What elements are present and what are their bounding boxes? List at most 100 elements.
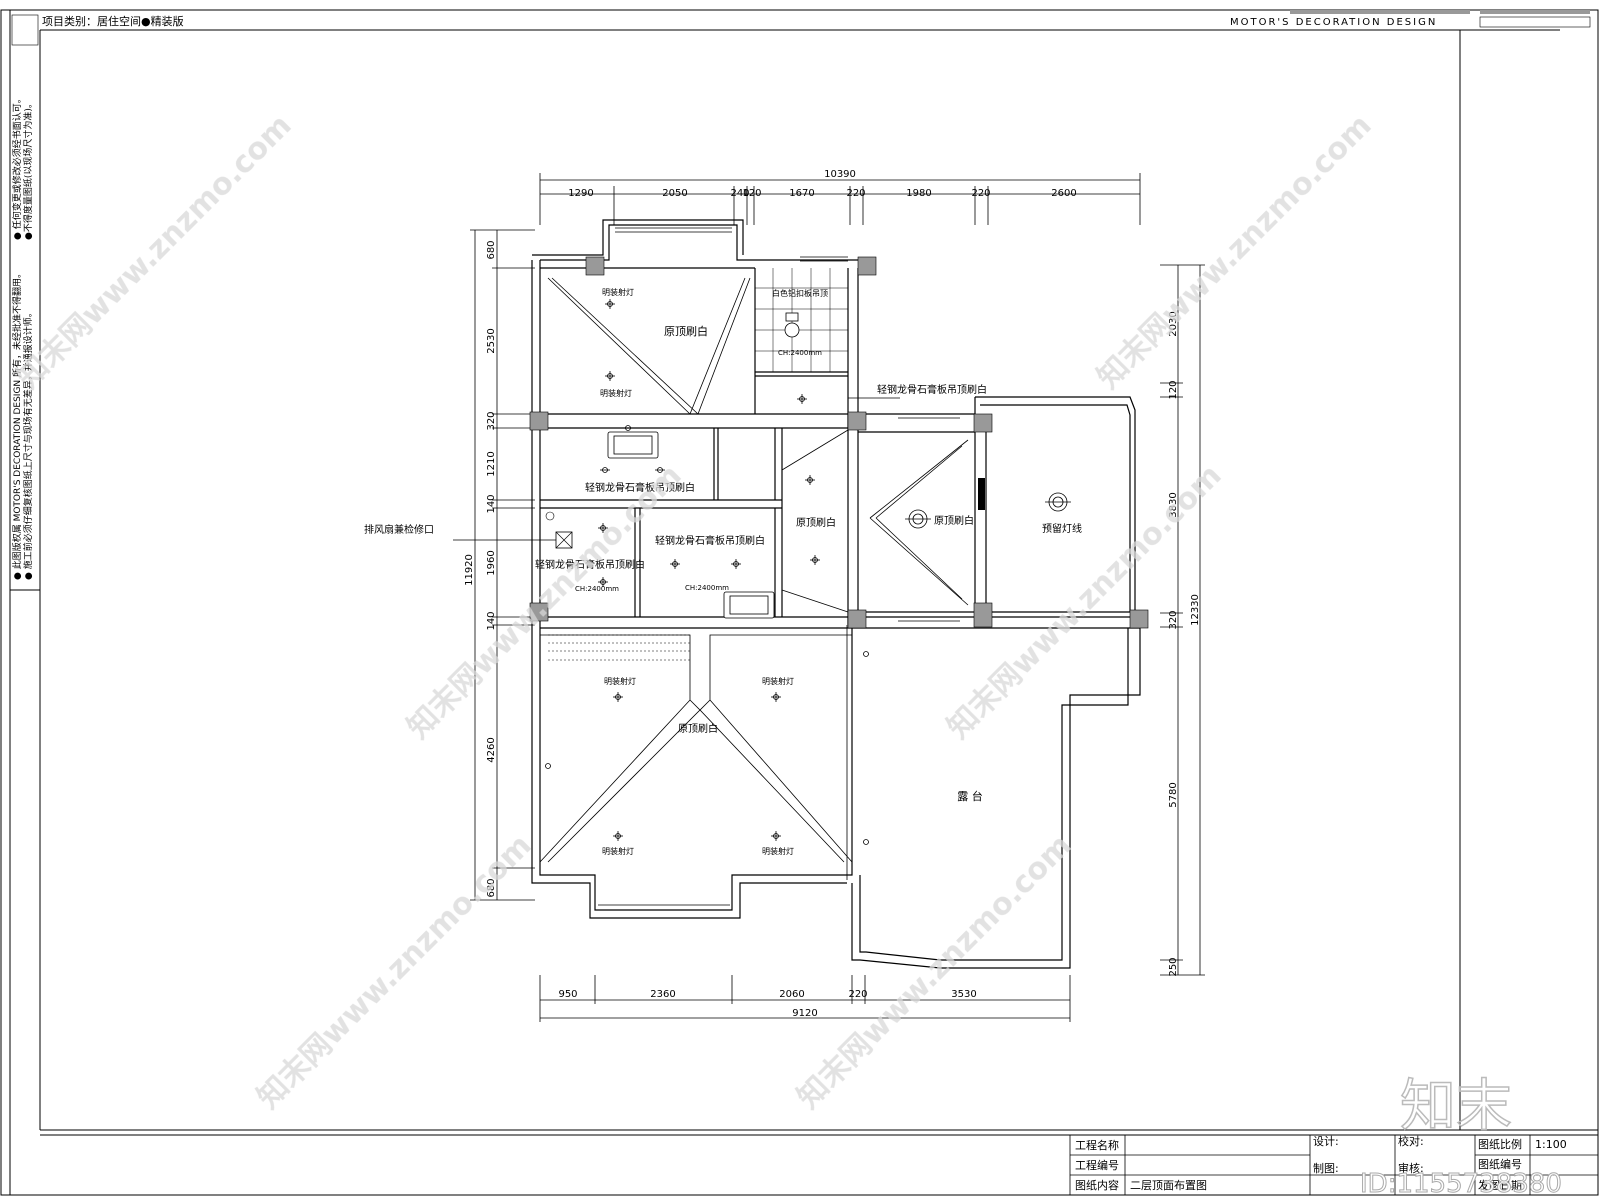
columns [529, 256, 1149, 629]
dim-bottom: 3530 [951, 989, 976, 1000]
right-dim-labels: 2030 120 3830 320 5780 250 12330 [1168, 311, 1201, 976]
dim-right: 2030 [1168, 311, 1179, 336]
drawing-no-label: 图纸编号 [1478, 1157, 1522, 1171]
side-note: ● 任何变更或修改必须经书面认可。 [11, 94, 23, 240]
dim-left: 2530 [486, 328, 497, 353]
dim-left: 140 [486, 494, 497, 513]
left-dim-labels: 680 2530 320 1210 140 1960 140 4260 680 … [464, 240, 497, 897]
dim-left: 4260 [486, 737, 497, 762]
room-label: 轻钢龙骨石膏板吊顶刷白 [535, 558, 645, 571]
light-label: 明装射灯 [602, 287, 634, 297]
bath-tile-grid [755, 268, 848, 372]
dim-top-total: 10390 [824, 169, 856, 180]
dim-right: 250 [1168, 957, 1179, 976]
room-ch: CH:2400mm [685, 584, 729, 592]
dim-left: 1210 [486, 451, 497, 476]
curtain-box [548, 634, 690, 661]
watermark-text: 知末网www.znzmo.com [1091, 108, 1379, 396]
room-label: 原顶刷白 [678, 722, 718, 735]
bath-ch: CH:2400mm [778, 349, 822, 357]
watermark-text: 知末网www.znzmo.com [251, 828, 539, 1116]
scale-label: 图纸比例 [1478, 1137, 1522, 1151]
room-label: 原顶刷白 [664, 324, 708, 338]
drawing-content-value: 二层顶面布置图 [1130, 1179, 1207, 1192]
room-ch: CH:2400mm [575, 585, 619, 593]
spotlights [545, 299, 869, 845]
dim-top: 220 [971, 188, 990, 199]
watermark-id: ID:1155738380 [1360, 1169, 1562, 1199]
dim-top: 1670 [789, 188, 814, 199]
watermark-text: 知末网www.znzmo.com [11, 108, 299, 396]
vent-callout: 排风扇兼检修口 [364, 523, 434, 536]
dim-bottom: 220 [848, 989, 867, 1000]
dim-top: 1980 [906, 188, 931, 199]
side-notes: ● 任何变更或修改必须经书面认可。 ●不得度量图纸(以现场尺寸为准)。 [11, 94, 34, 240]
brand-name: MOTOR'S DECORATION DESIGN [1230, 17, 1437, 28]
side-note: ● 施工前必须仔细复核图纸上尺寸与现场有无差异，并通报设计师。 [22, 308, 34, 580]
side-note: ●不得度量图纸(以现场尺寸为准)。 [22, 99, 34, 240]
dim-top: 220 [846, 188, 865, 199]
date-label: 发图日期 [1478, 1178, 1522, 1192]
draw-label: 制图: [1313, 1162, 1339, 1175]
watermark-logo: 知末 [1400, 1074, 1512, 1139]
bath-label: 白色铝扣板吊顶 [772, 288, 828, 298]
side-notes: ● 此图版权属 MOTOR'S DECORATION DESIGN 所有，未经批… [11, 269, 34, 580]
light-label: 明装射灯 [602, 846, 634, 856]
dim-left: 140 [486, 611, 497, 630]
dim-top: 2050 [662, 188, 687, 199]
room-label: 原顶刷白 [934, 514, 974, 527]
dim-bottom-total: 9120 [792, 1008, 817, 1019]
dim-left: 1960 [486, 550, 497, 575]
dim-right: 320 [1168, 610, 1179, 629]
dim-left: 680 [486, 878, 497, 897]
light-label: 明装射灯 [762, 846, 794, 856]
project-type: 项目类别：居住空间●精装版 [42, 14, 184, 28]
bottom-dimension-lines [539, 975, 1071, 1022]
corridor-label: 轻钢龙骨石膏板吊顶刷白 [877, 383, 987, 396]
room-label: 原顶刷白 [796, 516, 836, 529]
room-labels: 原顶刷白 明装射灯 明装射灯 白色铝扣板吊顶 CH:2400mm 轻钢龙骨石膏板… [364, 287, 1082, 856]
watermark-text: 知末网www.znzmo.com [401, 458, 689, 746]
dim-right: 5780 [1168, 782, 1179, 807]
toilet-tank-icon [785, 312, 799, 322]
project-name-label: 工程名称 [1075, 1138, 1119, 1152]
title-block [1069, 1134, 1599, 1196]
dim-top: 1290 [568, 188, 593, 199]
drawing-content-label: 图纸内容 [1075, 1178, 1119, 1192]
toilet-icon [784, 322, 800, 338]
light-label: 明装射灯 [604, 676, 636, 686]
drain-icon [545, 511, 555, 521]
side-note: ● 此图版权属 MOTOR'S DECORATION DESIGN 所有，未经批… [11, 269, 23, 580]
right-dimension-lines [1160, 264, 1205, 976]
header-box [1479, 16, 1591, 28]
header-bar [1290, 10, 1470, 14]
room-label: 轻钢龙骨石膏板吊顶刷白 [655, 534, 765, 547]
exhaust-fan-icon [555, 531, 573, 549]
walls [531, 219, 1141, 969]
outer-frame [0, 9, 1599, 1196]
dim-left-total: 11920 [464, 554, 475, 586]
design-label: 设计: [1313, 1135, 1339, 1148]
room-label: 轻钢龙骨石膏板吊顶刷白 [585, 481, 695, 494]
header-bar [1480, 10, 1590, 14]
project-no-label: 工程编号 [1075, 1158, 1119, 1172]
review-label: 审核: [1398, 1161, 1424, 1175]
dim-right: 120 [1168, 380, 1179, 399]
left-dimension-lines [470, 229, 535, 901]
dim-right-total: 12330 [1190, 594, 1201, 626]
light-label: 明装射灯 [762, 676, 794, 686]
dim-left: 680 [486, 240, 497, 259]
ac-units [607, 431, 775, 619]
scale-value: 1:100 [1535, 1138, 1567, 1151]
dim-bottom: 2360 [650, 989, 675, 1000]
dim-bottom: 2060 [779, 989, 804, 1000]
wall-marker [978, 478, 985, 510]
terrace-label: 露 台 [957, 789, 983, 803]
dim-top: 2600 [1051, 188, 1076, 199]
dim-top: 120 [742, 188, 761, 199]
room-label: 预留灯线 [1042, 522, 1082, 535]
watermark-text: 知末网www.znzmo.com [791, 828, 1079, 1116]
dim-top: 240 [730, 188, 749, 199]
dim-bottom: 950 [558, 989, 577, 1000]
corner-box [11, 14, 39, 46]
